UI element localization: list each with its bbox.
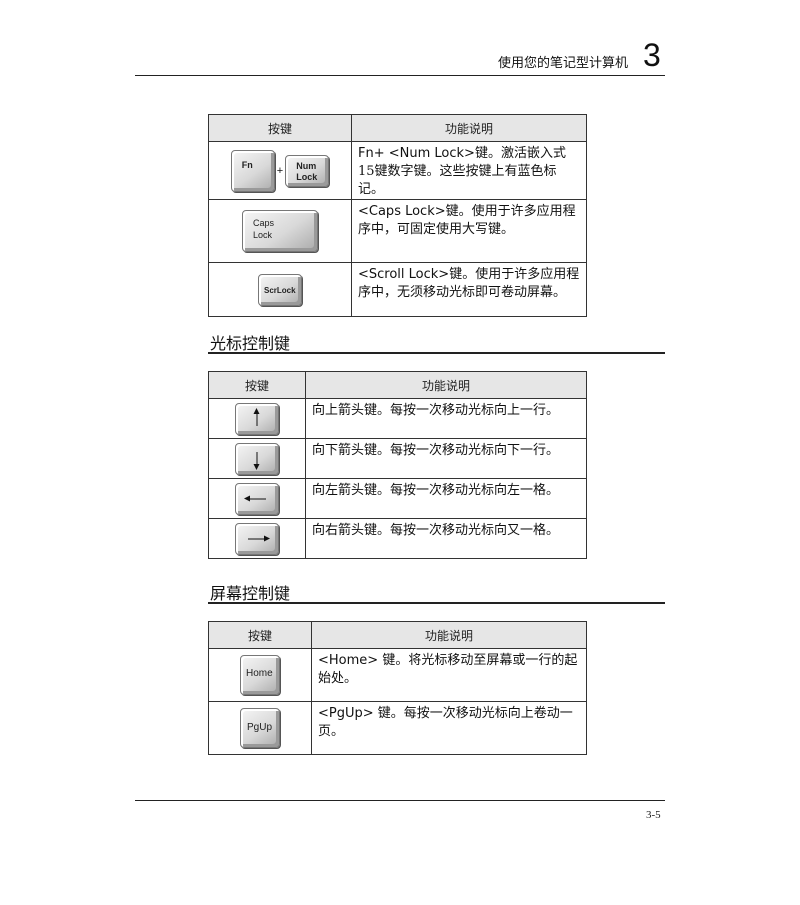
up-arrow-key bbox=[235, 402, 279, 435]
key-description: 。每按一次移动光标向上一行。 bbox=[377, 403, 560, 418]
key-name: <PgUp> bbox=[318, 706, 374, 721]
table-row: Fn + Num Lock Fn+ <Num Lock>键。激活嵌入式15键数字… bbox=[208, 141, 587, 200]
table-header-row: 按键 功能说明 bbox=[208, 114, 587, 142]
key-cell bbox=[208, 398, 306, 439]
pgup-key-icon: PgUp bbox=[240, 708, 280, 748]
screen-keys-table: 按键 功能说明 Home <Home> 键。将光标移动至屏幕或一行的起始处。 P… bbox=[208, 621, 587, 755]
description-cell: <Caps Lock>键。使用于许多应用程序中，可固定使用大写键。 bbox=[351, 199, 587, 263]
description-cell: Fn+ <Num Lock>键。激活嵌入式15键数字键。这些按键上有蓝色标记。 bbox=[351, 141, 587, 200]
table-header-row: 按键 功能说明 bbox=[208, 371, 587, 399]
description-cell: <Scroll Lock>键。使用于许多应用程序中，无须移动光标即可卷动屏幕。 bbox=[351, 262, 587, 317]
arrow-down-icon bbox=[253, 451, 260, 470]
key-description: 键。使用于许多应用程序中，无须移动光标即可卷动屏幕。 bbox=[358, 267, 580, 300]
table-row: 向下箭头键。每按一次移动光标向下一行。 bbox=[208, 438, 587, 479]
cursor-keys-table: 按键 功能说明 向上箭头键。每按一次移动光标向上一行。 向下箭头键。每按一次移动… bbox=[208, 371, 587, 559]
running-header-title: 使用您的笔记型计算机 bbox=[498, 56, 629, 71]
down-arrow-key bbox=[235, 442, 279, 475]
key-description: 键。使用于许多应用程序中，可固定使用大写键。 bbox=[358, 204, 576, 237]
table-row: Home <Home> 键。将光标移动至屏幕或一行的起始处。 bbox=[208, 648, 587, 702]
column-header-key: 按键 bbox=[208, 371, 306, 399]
key-cell bbox=[208, 478, 306, 519]
key-description: 。每按一次移动光标向又一格。 bbox=[377, 523, 560, 538]
column-header-desc: 功能说明 bbox=[351, 114, 587, 142]
key-cell: PgUp bbox=[208, 701, 312, 755]
right-arrow-key bbox=[235, 522, 279, 555]
num-lock-key-icon: Num Lock bbox=[285, 154, 330, 187]
key-name: <Scroll Lock> bbox=[358, 267, 450, 282]
key-name: <Home> bbox=[318, 653, 379, 668]
key-description: 。每按一次移动光标向左一格。 bbox=[377, 483, 560, 498]
section-rule bbox=[208, 352, 665, 354]
lock-keys-table: 按键 功能说明 Fn + Num Lock Fn+ <Num Lock>键。激活… bbox=[208, 114, 587, 317]
table-row: 向右箭头键。每按一次移动光标向又一格。 bbox=[208, 518, 587, 559]
key-cell: Fn + Num Lock bbox=[208, 141, 352, 200]
arrow-right-icon bbox=[248, 535, 270, 541]
table-row: PgUp <PgUp> 键。每按一次移动光标向上卷动一页。 bbox=[208, 701, 587, 755]
description-cell: 向上箭头键。每按一次移动光标向上一行。 bbox=[305, 398, 587, 439]
section-rule bbox=[208, 602, 665, 604]
key-cell bbox=[208, 438, 306, 479]
column-header-desc: 功能说明 bbox=[305, 371, 587, 399]
section-heading-screen-keys: 屏幕控制键 bbox=[210, 584, 291, 603]
key-name: Fn+ <Num Lock> bbox=[358, 146, 475, 161]
arrow-left-icon bbox=[244, 495, 266, 501]
key-cell: ScrLock bbox=[208, 262, 352, 317]
column-header-key: 按键 bbox=[208, 114, 352, 142]
key-cell: Caps Lock bbox=[208, 199, 352, 263]
caps-lock-key-icon: Caps Lock bbox=[242, 210, 318, 252]
key-name: 向右箭头键 bbox=[312, 523, 378, 538]
description-cell: 向下箭头键。每按一次移动光标向下一行。 bbox=[305, 438, 587, 479]
description-cell: <Home> 键。将光标移动至屏幕或一行的起始处。 bbox=[311, 648, 587, 702]
key-cell: Home bbox=[208, 648, 312, 702]
key-name: 向上箭头键 bbox=[312, 403, 378, 418]
key-cell bbox=[208, 518, 306, 559]
column-header-desc: 功能说明 bbox=[311, 621, 587, 649]
arrow-up-icon bbox=[253, 407, 260, 426]
section-heading-cursor-keys: 光标控制键 bbox=[210, 334, 291, 353]
description-cell: 向左箭头键。每按一次移动光标向左一格。 bbox=[305, 478, 587, 519]
page-number: 3-5 bbox=[646, 809, 661, 821]
key-description: 键。每按一次移动光标向上卷动一页。 bbox=[318, 706, 573, 739]
key-description: 键。激活嵌入式15键数字键。这些按键上有蓝色标记。 bbox=[358, 146, 566, 197]
key-name: <Caps Lock> bbox=[358, 204, 446, 219]
header-rule bbox=[135, 75, 665, 76]
table-row: 向左箭头键。每按一次移动光标向左一格。 bbox=[208, 478, 587, 519]
description-cell: 向右箭头键。每按一次移动光标向又一格。 bbox=[305, 518, 587, 559]
description-cell: <PgUp> 键。每按一次移动光标向上卷动一页。 bbox=[311, 701, 587, 755]
table-header-row: 按键 功能说明 bbox=[208, 621, 587, 649]
scroll-lock-key-icon: ScrLock bbox=[258, 273, 302, 306]
plus-sign: + bbox=[276, 164, 284, 177]
column-header-key: 按键 bbox=[208, 621, 312, 649]
home-key-icon: Home bbox=[240, 655, 280, 695]
key-name: 向左箭头键 bbox=[312, 483, 378, 498]
table-row: ScrLock <Scroll Lock>键。使用于许多应用程序中，无须移动光标… bbox=[208, 262, 587, 317]
footer-rule bbox=[135, 800, 665, 801]
key-name: 向下箭头键 bbox=[312, 443, 378, 458]
key-description: 键。将光标移动至屏幕或一行的起始处。 bbox=[318, 653, 578, 686]
left-arrow-key bbox=[235, 482, 279, 515]
table-row: Caps Lock <Caps Lock>键。使用于许多应用程序中，可固定使用大… bbox=[208, 199, 587, 263]
table-row: 向上箭头键。每按一次移动光标向上一行。 bbox=[208, 398, 587, 439]
fn-key-icon: Fn bbox=[230, 149, 275, 192]
key-description: 。每按一次移动光标向下一行。 bbox=[377, 443, 560, 458]
chapter-number: 3 bbox=[643, 37, 661, 73]
